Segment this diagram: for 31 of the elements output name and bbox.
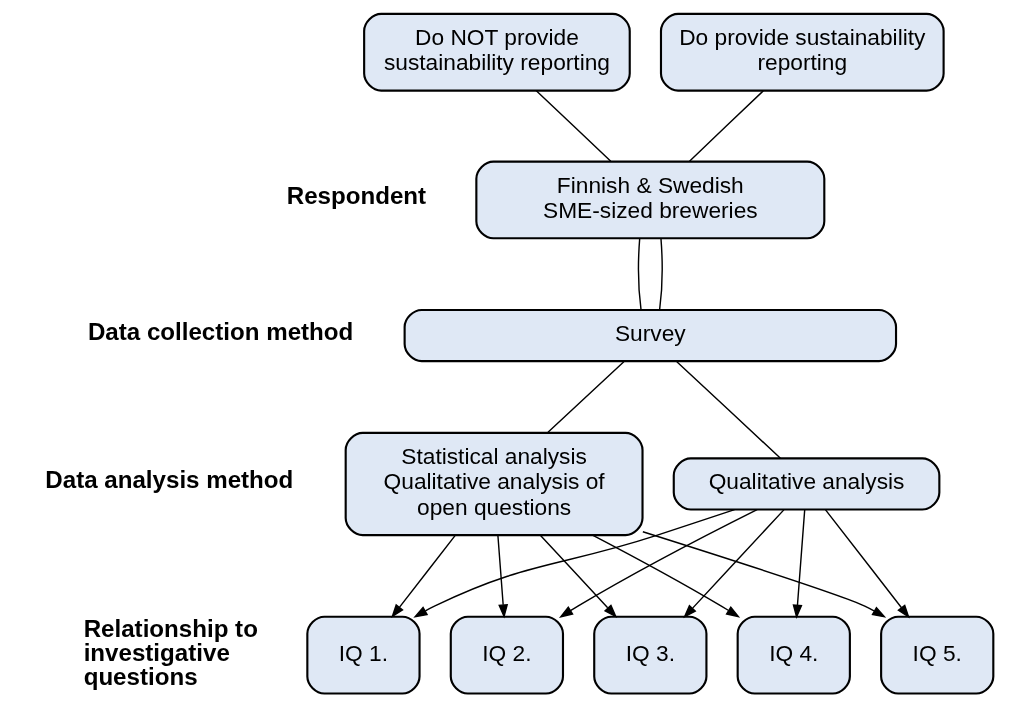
connector: [547, 360, 625, 434]
node-box: Statistical analysis Qualitative analysis of open questions: [344, 431, 644, 537]
connector: [676, 360, 782, 459]
node-box: Qualitative analysis: [672, 457, 941, 511]
arrow: [591, 534, 741, 618]
node-box: IQ 4.: [736, 615, 851, 695]
arrow: [539, 534, 618, 618]
arrow: [497, 534, 509, 619]
arrow: [824, 509, 910, 619]
connector: [637, 237, 642, 311]
node-box: IQ 1.: [306, 615, 421, 695]
arrow: [642, 531, 887, 618]
arrow: [413, 508, 736, 618]
node-box: Do provide sustainability reporting: [659, 12, 945, 92]
arrow: [792, 509, 806, 619]
label: Data analysis method: [45, 466, 294, 494]
node-box: Finnish & Swedish SME-sized breweries: [475, 160, 826, 240]
node-box: Survey: [403, 308, 898, 363]
arrow: [391, 534, 456, 619]
connector: [535, 89, 612, 162]
arrow: [683, 509, 785, 619]
label: Relationship to investigative questions: [83, 614, 258, 691]
connector: [658, 237, 663, 311]
node-box: Do NOT provide sustainability reporting: [363, 12, 631, 92]
node-box: IQ 2.: [449, 615, 565, 695]
node-box: IQ 5.: [880, 615, 995, 695]
label: Respondent: [286, 182, 427, 210]
connector: [688, 89, 765, 162]
arrow: [558, 508, 758, 618]
node-box: IQ 3.: [593, 615, 708, 695]
label: Data collection method: [87, 317, 354, 345]
